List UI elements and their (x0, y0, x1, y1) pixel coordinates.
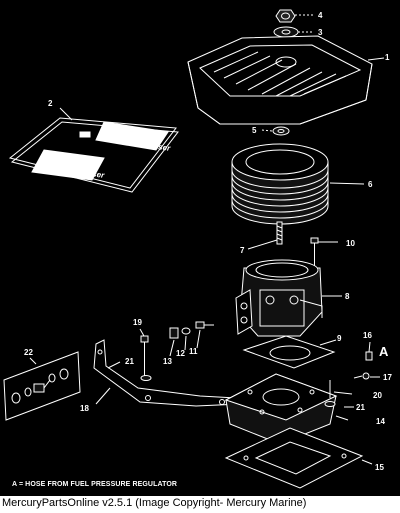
callout-13: 13 (163, 357, 172, 366)
image-caption: MercuryPartsOnline v2.5.1 (Image Copyrig… (2, 497, 307, 509)
diagram-frame: MerCruiser MerCruiser (0, 0, 400, 496)
callout-19: 19 (133, 318, 142, 327)
callout-17: 17 (383, 373, 392, 382)
part-14-adapter-plate (224, 373, 338, 445)
callout-4: 4 (318, 11, 323, 20)
part-10-bolt (310, 237, 319, 268)
part-1-cover (187, 35, 373, 125)
part-3-washer (273, 26, 299, 38)
part-9-gasket (242, 335, 336, 369)
part-18-bracket (93, 339, 241, 407)
callout-3: 3 (318, 28, 323, 37)
part-11-fitting (195, 321, 214, 329)
callout-2: 2 (48, 99, 53, 108)
part-2-decal (8, 117, 179, 193)
callout-11: 11 (189, 347, 198, 356)
callout-7: 7 (240, 246, 245, 255)
part-5-grommet (272, 126, 290, 136)
part-17-fitting (353, 372, 370, 380)
part-4-nut (275, 9, 296, 23)
callout-8: 8 (345, 292, 350, 301)
callout-9: 9 (337, 334, 342, 343)
callout-A: A (379, 344, 389, 359)
part-6-flame-arrestor (231, 143, 329, 225)
callout-18: 18 (80, 404, 89, 413)
exploded-parts-diagram: MerCruiser MerCruiser (3, 9, 392, 489)
callout-21-right: 21 (356, 403, 365, 412)
part-7-stud (276, 221, 283, 245)
callout-1: 1 (385, 53, 390, 62)
callout-16: 16 (363, 331, 372, 340)
callout-10: 10 (346, 239, 355, 248)
callout-22: 22 (24, 348, 33, 357)
callout-5: 5 (252, 126, 257, 135)
callout-20: 20 (373, 391, 382, 400)
part-16-cap (365, 351, 373, 361)
part-19-screw (140, 335, 149, 378)
callout-14: 14 (376, 417, 385, 426)
part-13-plug (169, 327, 179, 339)
callout-21-left: 21 (125, 357, 134, 366)
part-21-washer-b (324, 401, 336, 407)
callout-15: 15 (375, 463, 384, 472)
callout-12: 12 (176, 349, 185, 358)
part-21-washer-a (140, 375, 152, 381)
part-15-base-gasket (224, 427, 364, 489)
part-8-throttle-body (235, 259, 323, 337)
legend-note: A = HOSE FROM FUEL PRESSURE REGULATOR (12, 481, 178, 488)
part-12-o-ring (181, 327, 191, 335)
callout-6: 6 (368, 180, 373, 189)
part-22-fitting-kit (3, 351, 81, 421)
